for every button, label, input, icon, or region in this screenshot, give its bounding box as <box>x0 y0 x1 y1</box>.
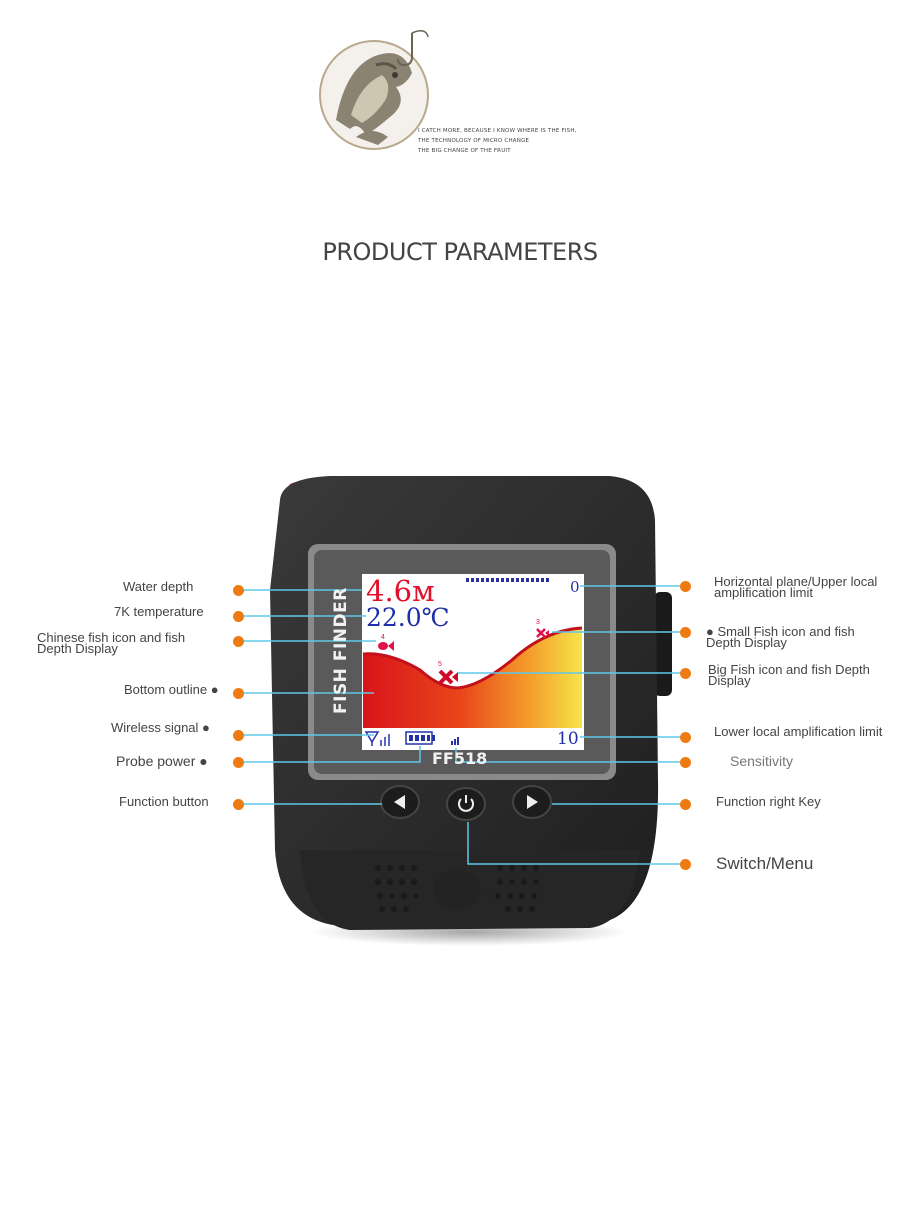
label-lower-limit: Lower local amplification limit <box>714 724 883 739</box>
label-chinese-fish: Chinese fish icon and fish Depth Display <box>37 630 186 656</box>
bottom-outline <box>363 628 582 728</box>
label-function-right-key: Function right Key <box>716 794 821 809</box>
label-function-button: Function button <box>119 794 209 809</box>
slogan-line: I CATCH MORE, BECAUSE I KNOW WHERE IS TH… <box>418 128 577 134</box>
slogan: I CATCH MORE, BECAUSE I KNOW WHERE IS TH… <box>418 126 577 156</box>
label-temperature: 7K temperature <box>114 604 204 619</box>
marker-dot <box>680 799 691 810</box>
right-button-icon <box>512 785 552 819</box>
marker-dot <box>233 688 244 699</box>
leader-lines <box>244 585 680 865</box>
fish-hook-logo <box>319 30 429 150</box>
water-depth-value: 4.6м <box>366 574 435 608</box>
label-water-depth: Water depth <box>123 579 194 594</box>
big-fish-icon <box>438 669 458 685</box>
label-switch-menu: Switch/Menu <box>716 854 814 873</box>
page-title: PRODUCT PARAMETERS <box>322 238 598 266</box>
marker-dot <box>680 859 691 870</box>
lower-limit-value: 10 <box>557 729 579 749</box>
marker-dot <box>233 730 244 741</box>
marker-dot <box>233 585 244 596</box>
label-small-fish: ● Small Fish icon and fish Depth Display <box>706 624 855 650</box>
upper-limit-value: 0 <box>570 578 580 596</box>
marker-dot <box>233 636 244 647</box>
wireless-signal-icon <box>364 731 390 746</box>
label-upper-limit: Horizontal plane/Upper local amplificati… <box>714 574 878 600</box>
marker-dot <box>233 611 244 622</box>
marker-dot <box>680 757 691 768</box>
bottom-clip <box>433 870 481 910</box>
probe-battery-icon <box>405 731 435 745</box>
power-button-icon <box>446 787 486 821</box>
marker-dot <box>680 668 691 679</box>
side-knob <box>654 592 672 696</box>
label-big-fish: Big Fish icon and fish Depth Display <box>708 662 870 688</box>
model-label: FF518 <box>432 749 488 768</box>
label-bottom-outline: Bottom outline ● <box>124 682 219 697</box>
slogan-line: THE TECHNOLOGY OF MICRO CHANGE <box>418 138 530 144</box>
small-fish-depth: 3 <box>536 619 540 626</box>
slogan-line: THE BIG CHANGE OF THE FRUIT <box>418 148 511 154</box>
marker-dot <box>233 757 244 768</box>
speaker-grille <box>375 865 539 912</box>
label-probe-power: Probe power ● <box>116 753 208 769</box>
temperature-value: 22.0℃ <box>366 603 450 632</box>
side-brand-text: FISH FINDER <box>331 587 351 714</box>
small-fish-icon <box>536 628 549 638</box>
chinese-fish-icon <box>378 641 394 651</box>
left-button-icon <box>380 785 420 819</box>
marker-dot <box>680 627 691 638</box>
marker-dot <box>680 732 691 743</box>
label-wireless-signal: Wireless signal ● <box>111 720 210 735</box>
marker-dot <box>680 581 691 592</box>
sensitivity-icon <box>451 737 459 745</box>
chinese-fish-depth: 4 <box>381 634 385 641</box>
big-fish-depth: 5 <box>438 661 442 668</box>
marker-dot <box>233 799 244 810</box>
label-sensitivity: Sensitivity <box>730 753 794 769</box>
